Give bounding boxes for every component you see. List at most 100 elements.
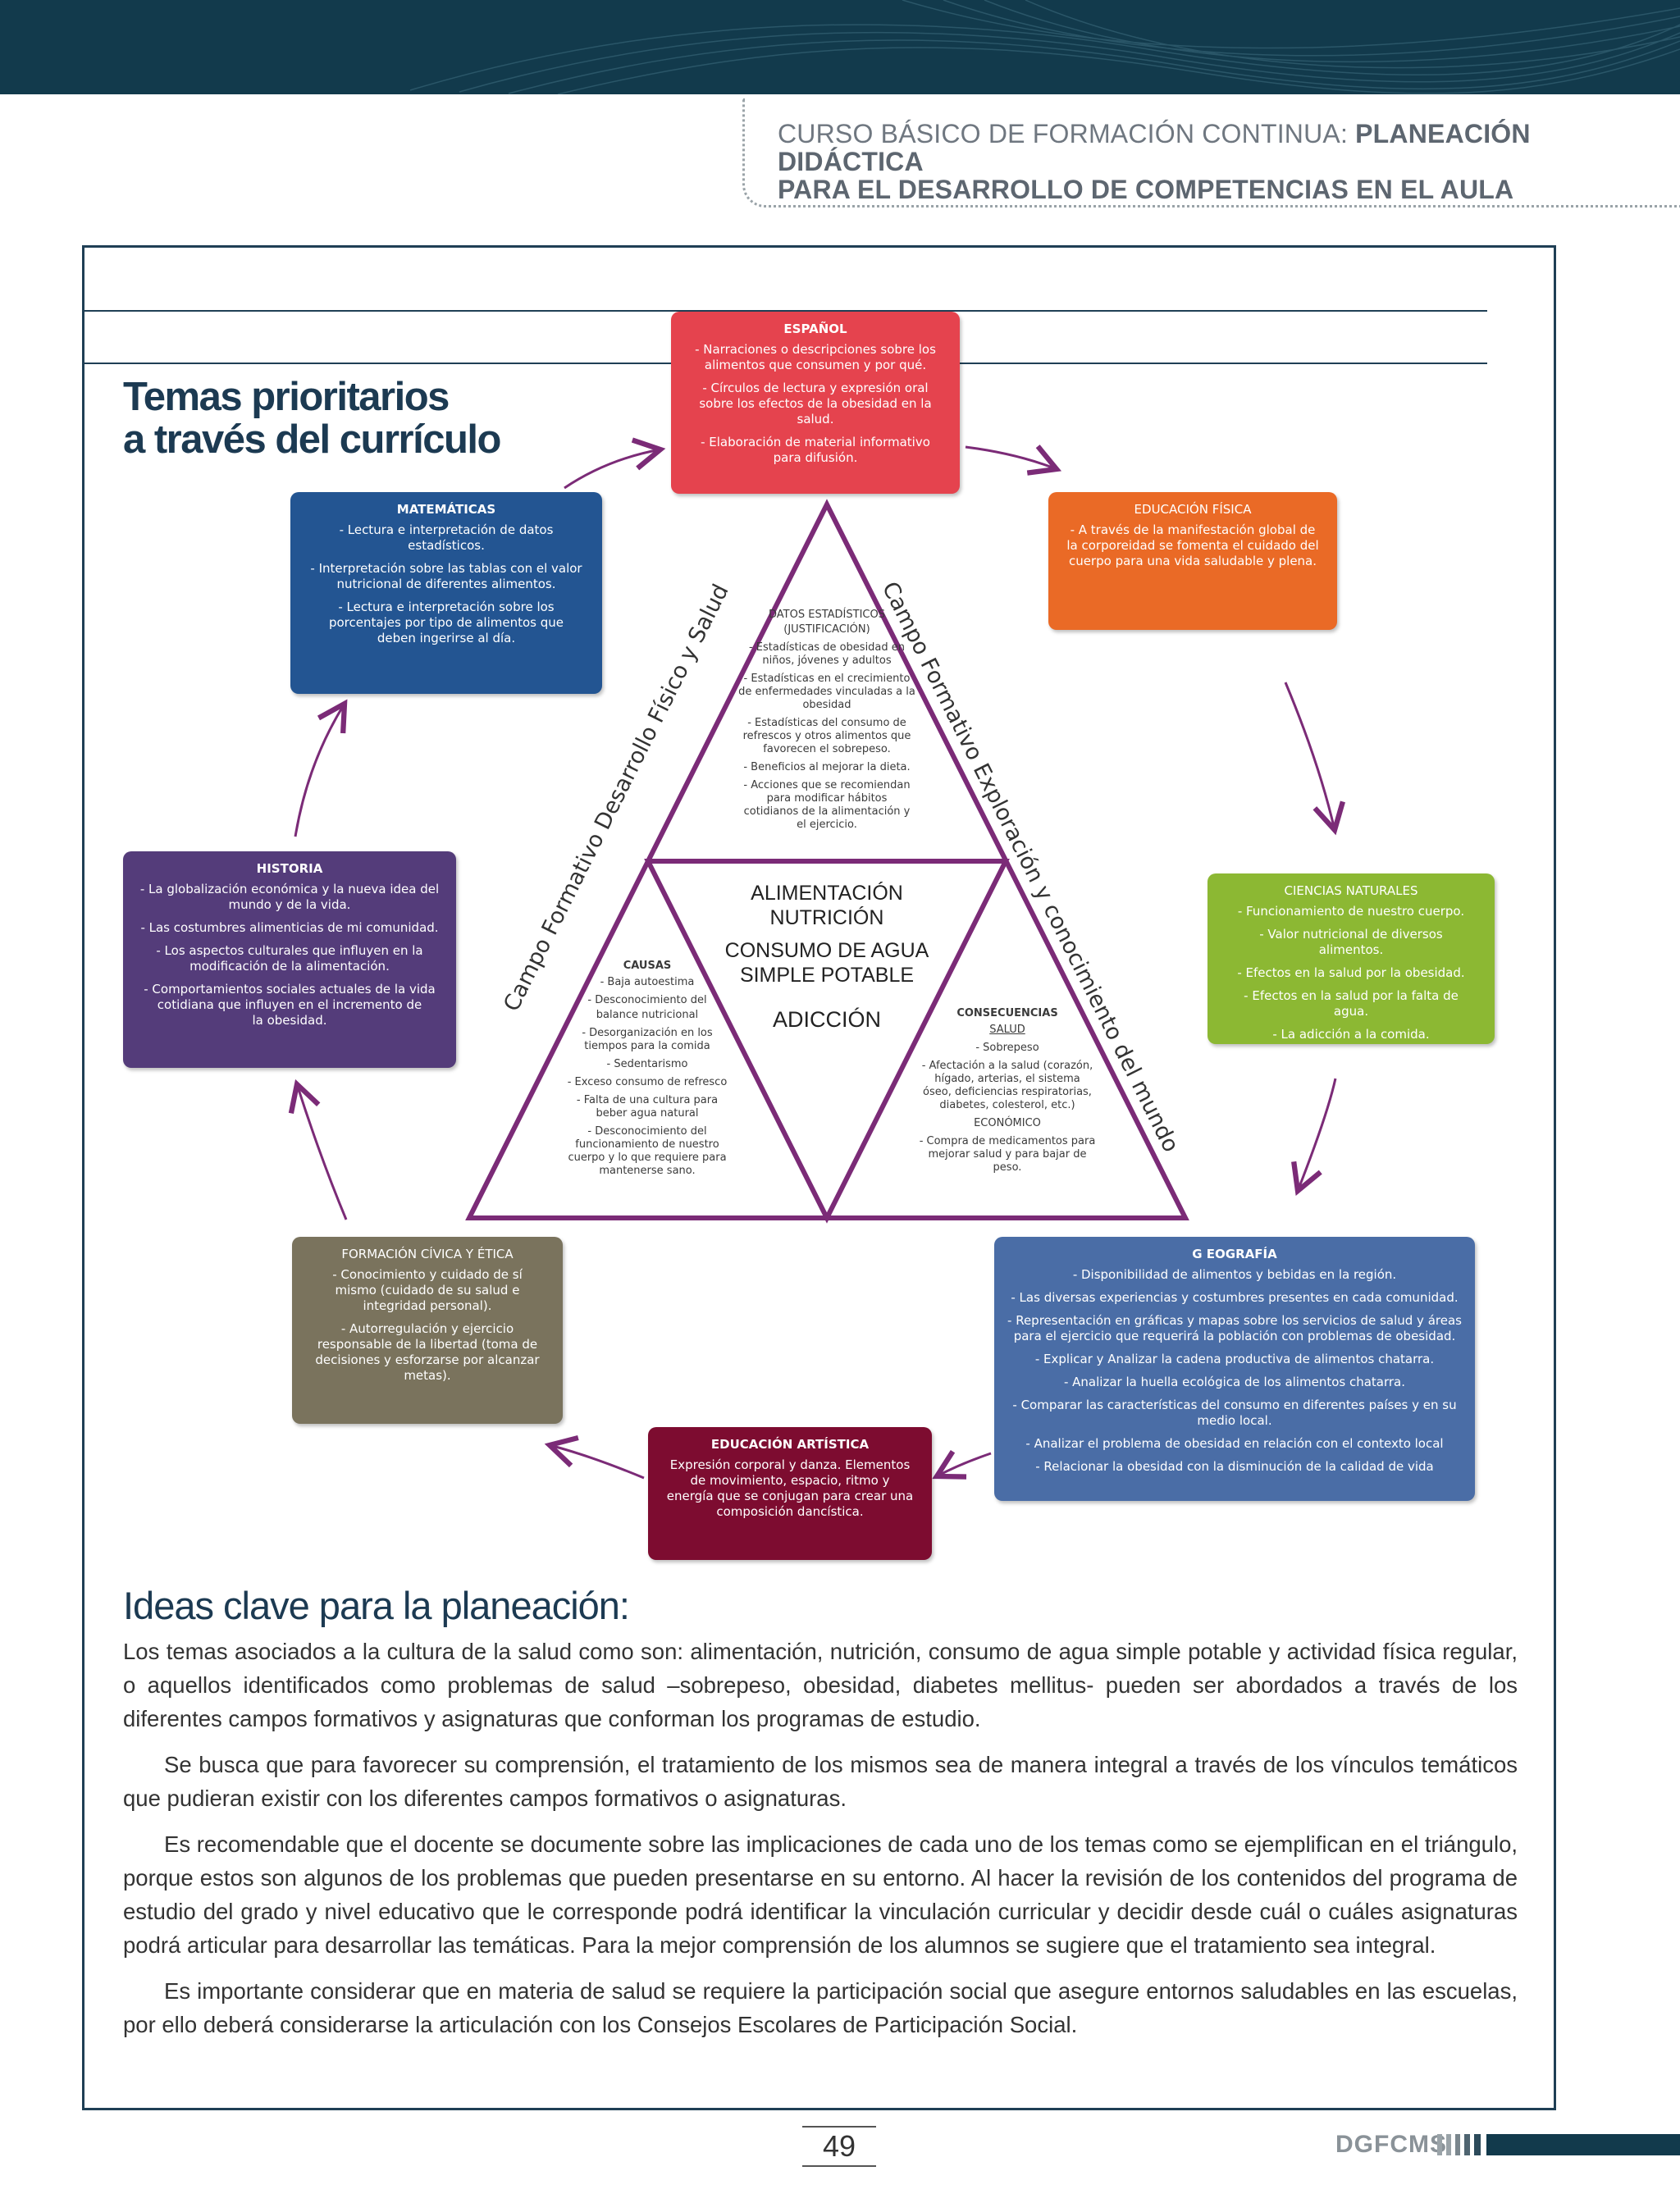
box-educacion-fisica-item: - A través de la manifestación global de… <box>1066 522 1319 568</box>
box-historia-item: - Las costumbres alimenticias de mi comu… <box>140 920 439 935</box>
box-geografia-item: - Relacionar la obesidad con la disminuc… <box>1035 1459 1434 1474</box>
arrow-civ-to-hist <box>288 1079 348 1220</box>
header-course-title: CURSO BÁSICO DE FORMACIÓN CONTINUA: PLAN… <box>778 120 1639 203</box>
box-geografia-item: - Comparar las características del consu… <box>1012 1398 1457 1428</box>
triangle-top-item: - Estadísticas de obesidad en niños, jóv… <box>748 641 906 667</box>
box-geografia-item: - Analizar el problema de obesidad en re… <box>1025 1436 1444 1451</box>
box-matematicas-item: - Lectura e interpretación de datos esta… <box>339 522 554 553</box>
box-historia-item: - Los aspectos culturales que influyen e… <box>156 943 423 974</box>
box-espanol-item: - Círculos de lectura y expresión oral s… <box>699 381 932 426</box>
box-historia: HISTORIA - La globalización económica y … <box>123 851 456 1068</box>
center-line-adiccion: ADICCIÓN <box>772 1007 881 1032</box>
footer-stripes-icon <box>1437 2134 1481 2155</box>
box-matematicas-item: - Interpretación sobre las tablas con el… <box>310 561 582 591</box>
box-educacion-fisica: EDUCACIÓN FÍSICA - A través de la manife… <box>1048 492 1337 630</box>
box-geografia-item: - Disponibilidad de alimentos y bebidas … <box>1072 1267 1397 1282</box>
box-ciencias-naturales-title: CIENCIAS NATURALES <box>1284 883 1418 898</box>
box-geografia-item: - Explicar y Analizar la cadena producti… <box>1034 1352 1435 1366</box>
box-ciencias-naturales: CIENCIAS NATURALES - Funcionamiento de n… <box>1208 873 1495 1044</box>
footer-brand: DGFCMS <box>1335 2131 1447 2158</box>
triangle-right-economico-label: ECONÓMICO <box>974 1117 1041 1129</box>
box-historia-title: HISTORIA <box>256 861 323 876</box>
cycle-arrows <box>288 437 1345 1480</box>
triangle-top-item: - Acciones que se recomiendan para modif… <box>743 779 911 831</box>
triangle-left-title: CAUSAS <box>623 960 672 972</box>
box-geografia: G EOGRAFÍA - Disponibilidad de alimentos… <box>994 1237 1475 1501</box>
box-matematicas: MATEMÁTICAS - Lectura e interpretación d… <box>290 492 602 694</box>
triangle-left-item: - Desconocimiento del <box>587 994 707 1006</box>
page-number: 49 <box>802 2126 876 2167</box>
header-decorative-band <box>0 0 1680 94</box>
section-title-line1: Temas prioritarios <box>123 375 450 419</box>
box-matematicas-item: - Lectura e interpretación sobre los por… <box>328 600 564 645</box>
box-espanol-item: - Narraciones o descripciones sobre los … <box>695 342 936 372</box>
footer-bar <box>1486 2134 1680 2155</box>
triangle-left-item: - Desorganización en los tiempos para la… <box>582 1027 713 1052</box>
arrow-esp-to-ef <box>965 445 1062 476</box>
triangle-top-title: DATOS ESTADÍSTICOS <box>769 609 885 621</box>
center-line-alimentacion: ALIMENTACIÓN <box>751 882 903 905</box>
arrow-mat-to-esp <box>564 437 666 490</box>
triangle-right-salud-item: - Afectación a la salud (corazón, hígado… <box>921 1060 1093 1111</box>
triangle-top-item: - Estadísticas del consumo de refrescos … <box>742 717 911 755</box>
ideas-paragraph: Se busca que para favorecer su comprensi… <box>123 1752 1518 1811</box>
box-geografia-item: - Representación en gráficas y mapas sob… <box>1007 1313 1462 1343</box>
box-historia-item: la obesidad. <box>252 1013 327 1028</box>
ideas-paragraph: Los temas asociados a la cultura de la s… <box>123 1639 1518 1731</box>
box-formacion-civica: FORMACIÓN CÍVICA Y ÉTICA - Conocimiento … <box>292 1237 563 1424</box>
box-formacion-civica-item: - Autorregulación y ejercicio responsabl… <box>315 1321 540 1383</box>
box-formacion-civica-item: - Conocimiento y cuidado de sí mismo (cu… <box>332 1267 523 1313</box>
box-ciencias-naturales-item: - Funcionamiento de nuestro cuerpo. <box>1237 904 1465 919</box>
triangle-right-salud-item: - Sobrepeso <box>975 1042 1039 1054</box>
box-educacion-artistica-title: EDUCACIÓN ARTÍSTICA <box>710 1437 870 1452</box>
triangle-top-item: - Estadísticas en el crecimiento de enfe… <box>738 673 915 711</box>
triangle-left-item: - Exceso consumo de refresco <box>567 1076 728 1088</box>
triangle-top-item: - Beneficios al mejorar la dieta. <box>743 761 911 773</box>
triangle-center-text: ALIMENTACIÓN NUTRICIÓN CONSUMO DE AGUA S… <box>704 881 950 1032</box>
divider-line <box>84 310 1487 312</box>
triangle-outline <box>465 499 1189 1224</box>
triangle-left-text: CAUSAS - Baja autoestima - Desconocimien… <box>561 960 733 1183</box>
box-historia-item: - La globalización económica y la nueva … <box>139 882 440 912</box>
arrow-geo-to-art <box>932 1449 992 1480</box>
triangle-top-subtitle: (JUSTIFICACIÓN) <box>783 623 870 636</box>
triangle-left-item: - Falta de una cultura para beber agua n… <box>576 1094 719 1120</box>
triangle-right-salud-label: SALUD <box>989 1024 1025 1036</box>
ideas-paragraph: Es importante considerar que en materia … <box>123 1978 1518 2037</box>
triangle-right-text: CONSECUENCIAS SALUD - Sobrepeso - Afecta… <box>919 1007 1096 1179</box>
arrow-hist-to-mat <box>294 699 348 837</box>
arrow-ef-to-cn <box>1284 682 1345 836</box>
triangle-right-economico-item: - Compra de medicamentos para mejorar sa… <box>919 1135 1096 1174</box>
box-espanol: ESPAÑOL - Narraciones o descripciones so… <box>671 312 960 494</box>
triangle-left-item: balance nutricional <box>596 1009 699 1021</box>
arrow-cn-to-geo <box>1291 1078 1337 1197</box>
box-matematicas-title: MATEMÁTICAS <box>396 502 496 517</box>
triangle-right-title: CONSECUENCIAS <box>956 1007 1058 1019</box>
box-ciencias-naturales-item: - Efectos en la salud por la obesidad. <box>1237 965 1465 980</box>
center-line-consumo: CONSUMO DE AGUA <box>724 939 929 962</box>
box-educacion-artistica: EDUCACIÓN ARTÍSTICA Expresión corporal y… <box>648 1427 932 1560</box>
box-geografia-title: G EOGRAFÍA <box>1192 1247 1277 1261</box>
triangle-left-item: - Desconocimiento del funcionamiento de … <box>568 1125 727 1177</box>
ideas-title: Ideas clave para la planeación: <box>123 1584 630 1627</box>
triangle-top-text: DATOS ESTADÍSTICOS (JUSTIFICACIÓN) - Est… <box>738 609 915 837</box>
header-line1-bold: PLANEACIÓN DIDÁCTICA <box>778 119 1531 176</box>
box-formacion-civica-title: FORMACIÓN CÍVICA Y ÉTICA <box>341 1247 514 1261</box>
ideas-body: Los temas asociados a la cultura de la s… <box>123 1635 1518 2054</box>
section-title-line2: a través del currículo <box>123 417 501 462</box>
triangle-left-item: - Sedentarismo <box>606 1058 688 1070</box>
header-line1-light: CURSO BÁSICO DE FORMACIÓN CONTINUA: <box>778 119 1356 148</box>
header-course-frame <box>742 98 1680 208</box>
box-geografia-item: - Analizar la huella ecológica de los al… <box>1063 1375 1406 1389</box>
box-ciencias-naturales-item: - Valor nutricional de diversos alimento… <box>1259 927 1443 957</box>
box-educacion-artistica-item: Expresión corporal y danza. Elementos de… <box>666 1457 914 1519</box>
box-espanol-title: ESPAÑOL <box>783 322 847 336</box>
wave-pattern <box>409 0 1680 94</box>
section-title: Temas prioritarios a través del currícul… <box>123 375 501 462</box>
box-historia-item: - Comportamientos sociales actuales de l… <box>144 982 436 1012</box>
box-educacion-fisica-title: EDUCACIÓN FÍSICA <box>1134 502 1252 517</box>
box-ciencias-naturales-item: - Efectos en la salud por la falta de ag… <box>1244 988 1459 1019</box>
box-ciencias-naturales-item: - La adicción a la comida. <box>1272 1027 1430 1042</box>
center-line-potable: SIMPLE POTABLE <box>739 964 915 987</box>
